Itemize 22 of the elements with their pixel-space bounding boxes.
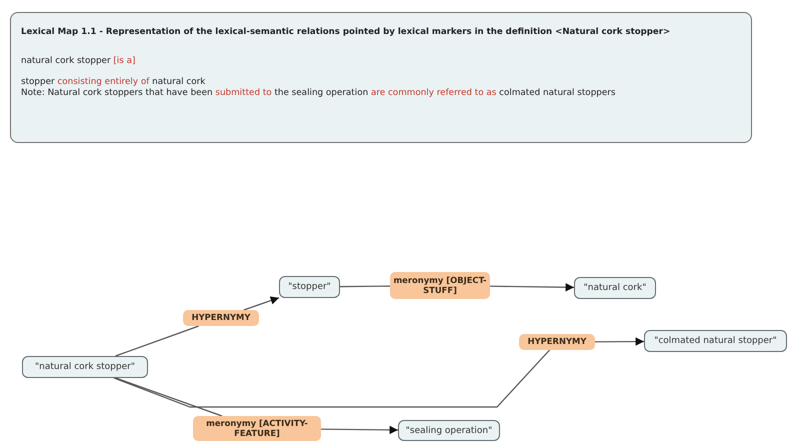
- arrow: [321, 426, 398, 434]
- connector-line: [115, 325, 199, 357]
- definition-text: stopper consisting entirely of natural cork: [21, 76, 206, 88]
- concept-box: "sealing operation": [398, 420, 500, 441]
- definition-panel: [10, 12, 752, 143]
- panel-title: Lexical Map 1.1 - Representation of the lexical-semantic relations pointed by lexical markers in the definition <Natural cork stopper>: [21, 27, 672, 38]
- concept-box: "natural cork": [574, 277, 656, 299]
- relation-label: meronymy [OBJECT-STUFF]: [390, 272, 490, 299]
- connector-line: [114, 350, 550, 408]
- relation-label: meronymy [ACTIVITY-FEATURE]: [193, 416, 321, 441]
- definition-text: Note: Natural cork stoppers that have been submitted to the sealing operation are commonly referred to as colmated natural stoppers: [21, 88, 616, 99]
- relation-label: HYPERNYMY: [519, 334, 595, 350]
- arrow: [490, 283, 574, 292]
- connector-line: [116, 377, 222, 417]
- concept-box: "stopper": [279, 276, 340, 298]
- arrow: [595, 337, 644, 346]
- concept-box: "colmated natural stopper": [644, 330, 787, 352]
- definition-text: natural cork stopper [is a]: [21, 56, 136, 67]
- relation-label: HYPERNYMY: [183, 310, 259, 326]
- arrow: [244, 296, 280, 311]
- connector-line: [340, 286, 390, 288]
- concept-box: "natural cork stopper": [22, 356, 148, 378]
